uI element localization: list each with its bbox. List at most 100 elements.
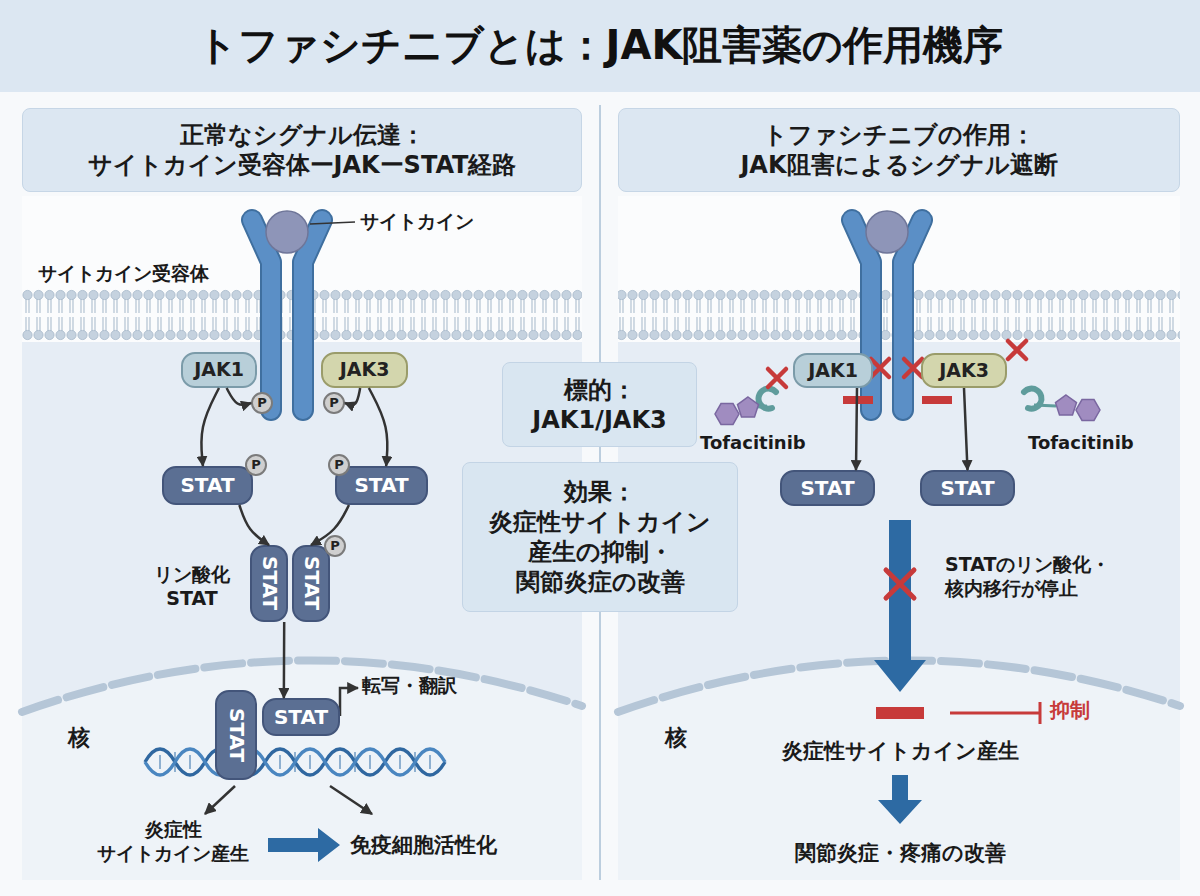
process-label: 転写・翻訳: [362, 674, 512, 698]
nucleus-area: [618, 660, 1180, 880]
signal-arrow: [964, 388, 968, 470]
node-text: STAT: [940, 476, 994, 501]
kinase-box: JAK3: [921, 353, 1007, 388]
dna-strand: [145, 749, 445, 775]
signal-arrow: [201, 388, 219, 466]
block-cross: [871, 359, 889, 377]
kinase-box: JAK3: [321, 352, 408, 388]
signal-arrow: [856, 388, 857, 470]
phosphate-circle: P: [328, 454, 350, 476]
kinase-box: JAK1: [181, 352, 257, 388]
panel-header: 正常なシグナル伝達： サイトカイン受容体ーJAKーSTAT経路: [22, 108, 582, 192]
node-text: JAK1: [194, 358, 244, 382]
node-text: JAK1: [808, 359, 858, 383]
drug-binding-group: [1024, 389, 1041, 409]
signal-arrow: [311, 505, 349, 545]
block-cross: [1008, 341, 1026, 359]
node-text: STAT: [800, 476, 854, 501]
region-label: 核: [665, 724, 705, 752]
node-text: 正常なシグナル伝達： サイトカイン受容体ーJAKーSTAT経路: [33, 120, 571, 180]
diagram-title: トファシチニブとは：JAK阻害薬の作用機序: [0, 18, 1200, 73]
node-text: 炎症性サイトカイン 産生の抑制・ 関節炎症の改善: [475, 507, 725, 597]
drug-label: Tofacitinib: [1028, 432, 1158, 455]
stat-box: STAT: [292, 545, 330, 622]
node-text: STAT: [274, 705, 328, 730]
stat-box: STAT: [162, 466, 253, 505]
drug-ring: [715, 404, 739, 425]
signal-arrow: [227, 388, 251, 405]
summary-box: 標的：JAK1/JAK3: [502, 362, 697, 447]
drug-ring: [1076, 400, 1100, 421]
drug-bond: [758, 406, 767, 407]
node-text: STAT: [257, 556, 282, 610]
phosphate-circle: P: [251, 392, 273, 414]
node-text: STAT: [299, 556, 324, 610]
panel-header: トファシチニブの作用： JAK阻害によるシグナル遮断: [618, 108, 1180, 192]
cytokine-ligand: [866, 211, 908, 253]
drug-label: Tofacitinib: [700, 432, 820, 455]
inhibition-bar: [876, 707, 924, 719]
node-text: P: [330, 538, 340, 554]
stat-box: STAT: [262, 698, 340, 736]
outcome-label: 関節炎症・疼痛の改善: [765, 840, 1035, 866]
part-label: リン酸化 STAT: [140, 563, 244, 611]
stat-box: STAT: [920, 470, 1015, 506]
summary-box: 効果：炎症性サイトカイン 産生の抑制・ 関節炎症の改善: [462, 462, 738, 612]
flow-arrow: [268, 828, 340, 862]
outcome-label: 炎症性 サイトカイン産生: [92, 818, 254, 866]
phosphate-circle: P: [245, 454, 267, 476]
node-text: トファシチニブの作用： JAK阻害によるシグナル遮断: [629, 120, 1169, 180]
block-cross: [886, 570, 914, 598]
stat-box: STAT: [215, 690, 257, 780]
drug-binding-group: [759, 389, 776, 409]
node-text: STAT: [224, 708, 249, 762]
inhibition-bar: [922, 396, 952, 404]
phosphate-circle: P: [324, 535, 346, 557]
signal-arrow: [345, 388, 360, 405]
region-label: 核: [68, 724, 108, 752]
kinase-box: JAK1: [793, 353, 873, 388]
leader-line: [310, 222, 355, 224]
outcome-label: 炎症性サイトカイン産生: [765, 738, 1035, 764]
stat-box: STAT: [335, 466, 428, 505]
block-cross: [768, 369, 786, 387]
node-text: STAT: [180, 473, 234, 498]
stat-box: STAT: [250, 545, 288, 622]
inhibition-symbol: [950, 702, 1040, 724]
outcome-label: 免疫細胞活性化: [350, 832, 570, 858]
drug-ring: [738, 397, 759, 417]
dna-strand: [145, 749, 445, 775]
signal-arrow: [239, 505, 269, 545]
output-arrow: [330, 786, 372, 814]
stat-box: STAT: [780, 470, 875, 506]
node-text: 効果：: [564, 477, 636, 507]
node-text: STAT: [354, 473, 408, 498]
cytokine-ligand: [266, 211, 308, 253]
title-band: [0, 0, 1200, 92]
block-cross: [904, 359, 922, 377]
nucleus-area: [22, 660, 582, 880]
callout-label: サイトカイン: [360, 210, 520, 234]
node-text: P: [329, 395, 339, 411]
node-text: JAK3: [939, 359, 989, 383]
node-text: P: [251, 457, 261, 473]
node-text: 標的：: [564, 375, 636, 405]
node-text: JAK1/JAK3: [532, 405, 666, 435]
part-label: サイトカイン受容体: [38, 262, 258, 286]
node-text: P: [334, 457, 344, 473]
effect-note: STATのリン酸化・ 核内移行が停止: [945, 553, 1141, 601]
inhibition-bar: [843, 396, 873, 404]
node-text: P: [257, 395, 267, 411]
flow-arrow: [874, 520, 926, 692]
signal-arrow: [283, 622, 286, 698]
flow-arrow: [878, 775, 922, 824]
signal-arrow: [369, 388, 388, 466]
output-arrow: [205, 786, 235, 814]
node-text: JAK3: [340, 358, 390, 382]
drug-ring: [1056, 395, 1077, 415]
transcription-arrow: [340, 688, 358, 716]
drug-bond: [1034, 405, 1056, 406]
inhibition-label: 抑制: [1050, 698, 1130, 723]
